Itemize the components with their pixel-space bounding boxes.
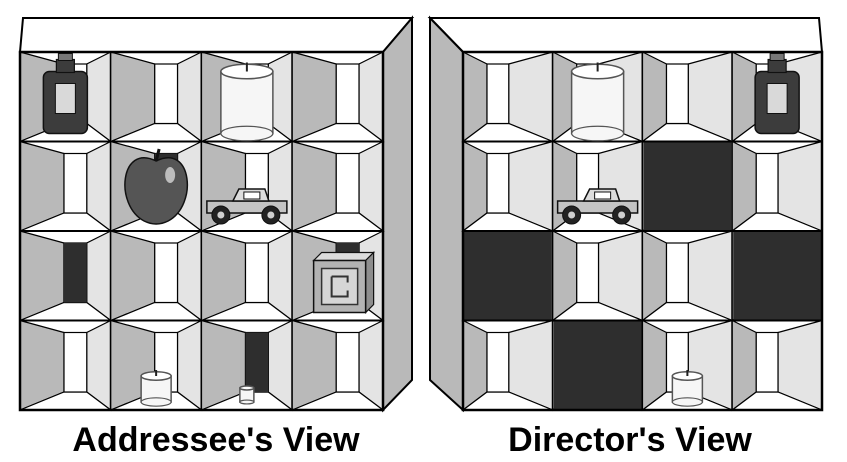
truck-hubcap xyxy=(568,211,576,219)
candle-base xyxy=(239,399,255,405)
candle-base xyxy=(220,125,274,142)
shelf-cell xyxy=(461,230,554,322)
cell-back-wall xyxy=(154,63,179,125)
candle-icon xyxy=(239,385,255,405)
shelf-cell xyxy=(291,51,385,143)
cell-back-wall xyxy=(486,63,510,125)
cell-back-wall xyxy=(63,331,88,393)
block-glyph xyxy=(330,275,349,298)
occluding-panel xyxy=(464,232,552,320)
letter-block-icon xyxy=(312,251,376,314)
cell-back-wall xyxy=(63,152,88,214)
cell-back-wall xyxy=(576,242,600,304)
bookcase-frame xyxy=(461,50,824,412)
bookcase-top xyxy=(18,17,415,53)
block-side xyxy=(365,251,375,314)
truck-icon xyxy=(206,188,288,225)
shelf-cell xyxy=(461,140,554,233)
shelf-cell xyxy=(19,140,113,233)
apple-icon xyxy=(124,148,189,225)
candle-base xyxy=(571,125,625,142)
bottle-label xyxy=(54,83,76,114)
truck-window xyxy=(594,191,612,200)
shelf-cell xyxy=(109,51,204,143)
cell-back-wall xyxy=(665,242,689,304)
occluding-panel xyxy=(553,321,642,409)
bottle-icon xyxy=(42,53,89,135)
block-top xyxy=(312,251,376,262)
bottle-icon xyxy=(754,53,800,135)
candle-base xyxy=(140,397,172,407)
director-shelf-panel xyxy=(427,15,824,413)
apple-highlight xyxy=(165,167,176,183)
bookcase-frame xyxy=(18,50,385,412)
cell-back-wall xyxy=(154,242,179,304)
shelf-cell xyxy=(550,319,644,412)
occluding-panel xyxy=(643,142,732,230)
shelf-cell xyxy=(200,230,295,322)
truck-window xyxy=(243,191,261,200)
truck-icon xyxy=(556,188,639,225)
candle-icon xyxy=(220,62,274,142)
shelf-cell xyxy=(291,319,385,412)
candle-body xyxy=(220,70,274,135)
shelf-cell xyxy=(640,51,734,143)
shelf-cell xyxy=(19,319,113,412)
bottle-neck xyxy=(767,58,787,74)
candle-icon xyxy=(570,62,625,142)
cell-back-wall xyxy=(755,152,779,214)
cell-back-wall xyxy=(244,242,269,304)
shelf-cell xyxy=(730,319,823,412)
candle-icon xyxy=(671,370,704,407)
occluding-panel xyxy=(733,232,821,320)
shelf-cell xyxy=(200,319,295,412)
cell-back-wall xyxy=(335,152,360,214)
candle-body xyxy=(570,70,625,135)
candle-icon xyxy=(140,370,172,407)
director-view-caption: Director's View xyxy=(508,421,752,459)
shelf-cell xyxy=(109,230,204,322)
shelf-cell xyxy=(730,140,823,233)
shelf-cell xyxy=(461,319,554,412)
cell-back-wall xyxy=(665,63,689,125)
candle-top xyxy=(239,385,255,391)
bottle-label xyxy=(766,83,788,114)
addressee-shelf-panel xyxy=(18,15,415,413)
cell-back-wall xyxy=(335,331,360,393)
truck-hubcap xyxy=(217,211,225,219)
cell-back-wall xyxy=(335,63,360,125)
shelf-cell xyxy=(730,230,823,322)
cell-back-wall xyxy=(486,152,510,214)
shelf-cell xyxy=(640,140,734,233)
bookcase-side xyxy=(382,15,413,413)
cell-back-wall xyxy=(755,331,779,393)
bottle-neck xyxy=(55,58,75,74)
shelf-cell xyxy=(640,230,734,322)
block-emblem xyxy=(320,267,359,306)
apple-stem xyxy=(154,148,161,162)
shelf-cell xyxy=(550,230,644,322)
shelf-cell xyxy=(291,140,385,233)
shelf-cell xyxy=(19,230,113,322)
shelf-cell xyxy=(461,51,554,143)
cell-back-wall xyxy=(486,331,510,393)
bottle-cap xyxy=(57,53,73,61)
truck-hubcap xyxy=(618,211,626,219)
bookcase-side xyxy=(429,15,464,413)
bookcase-top xyxy=(427,17,824,53)
addressee-view-caption: Addressee's View xyxy=(72,421,360,459)
occluded-back-panel xyxy=(245,332,269,392)
truck-hubcap xyxy=(267,211,275,219)
candle-base xyxy=(671,397,703,407)
occluded-back-panel xyxy=(64,243,87,303)
bottle-cap xyxy=(769,53,785,61)
